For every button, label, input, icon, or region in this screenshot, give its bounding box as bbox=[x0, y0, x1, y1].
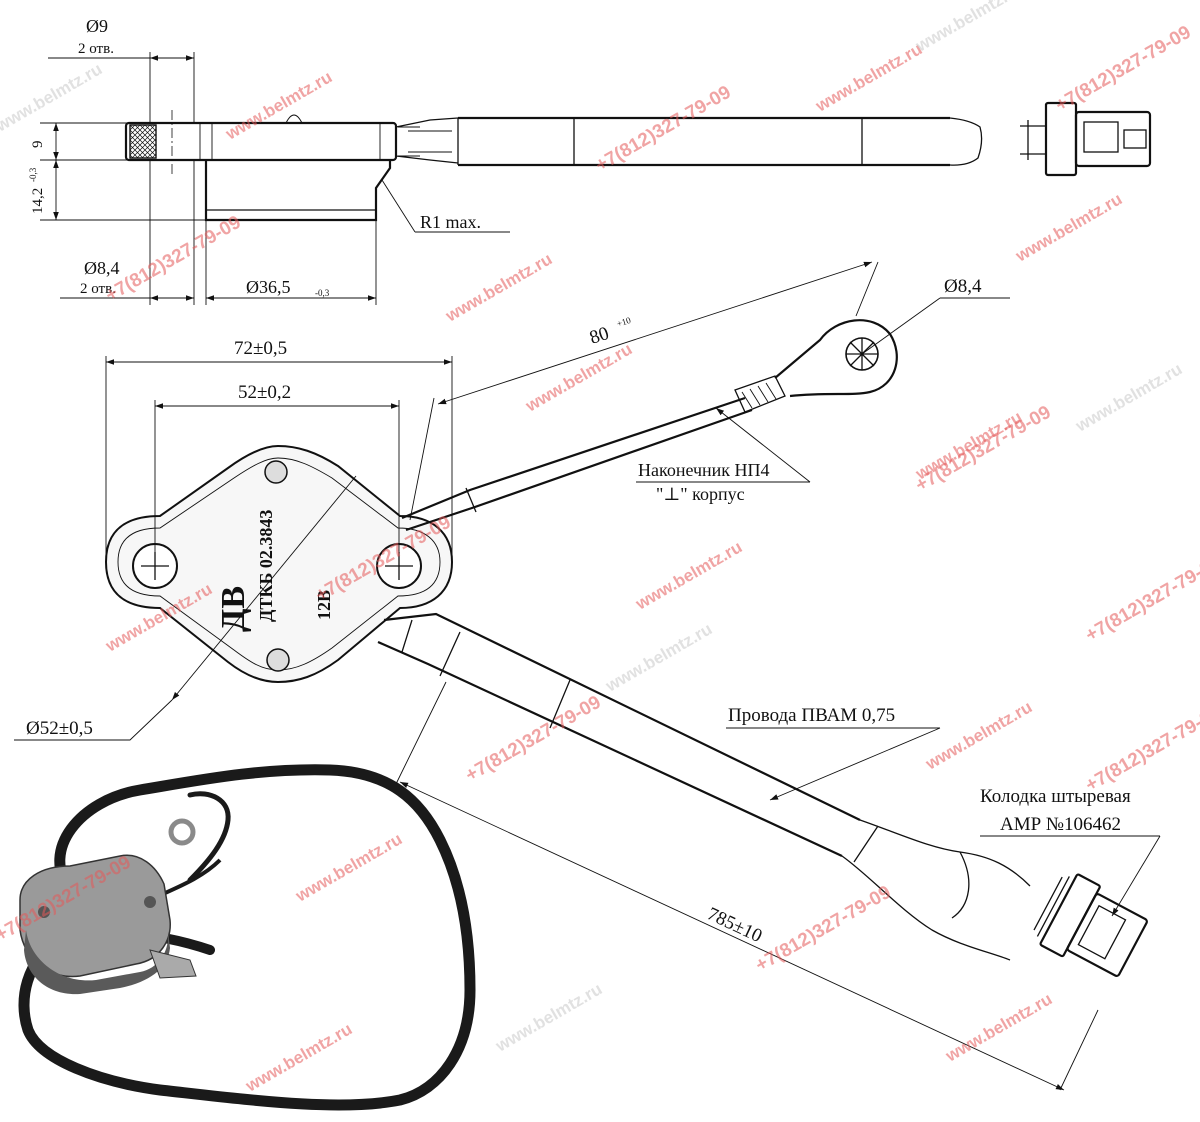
side-rivet bbox=[285, 114, 303, 124]
label-terminal: Наконечник НП4 bbox=[638, 460, 770, 480]
watermark-phone-8: +7(812)327-79-09 bbox=[752, 882, 895, 977]
top-view: ДВ ДТКБ 02.3843 12В Ø52±0,5 bbox=[14, 261, 1161, 1091]
label-ground: "⊥" корпус bbox=[656, 484, 745, 504]
label-connector-1: Колодка штыревая bbox=[980, 786, 1131, 807]
dim-hole-count-top: 2 отв. bbox=[78, 41, 114, 57]
watermark-site-12: www.belmtz.ru bbox=[242, 1019, 356, 1096]
dim-hole-spacing: 52±0,2 bbox=[238, 382, 291, 403]
photo-ring-lug bbox=[168, 818, 196, 846]
main-cable bbox=[383, 612, 861, 821]
dim-height-tol: -0,3 bbox=[28, 167, 38, 182]
label-wires: Провода ПВАМ 0,75 bbox=[728, 705, 895, 726]
body-model: ДТКБ 02.3843 bbox=[256, 510, 276, 622]
watermark-site-1: www.belmtz.ru bbox=[222, 67, 336, 144]
dim-thickness: 9 bbox=[30, 141, 46, 149]
watermark-site-3: www.belmtz.ru bbox=[1012, 189, 1126, 266]
dim-lead-length-tol: +10 bbox=[616, 315, 633, 329]
label-connector-2: АМР №106462 bbox=[1000, 814, 1121, 835]
watermark-phone-2: +7(812)327-79-09 bbox=[1052, 22, 1195, 117]
dim-base-diameter: Ø36,5 bbox=[246, 277, 291, 297]
watermark-ghost-2: www.belmtz.ru bbox=[912, 0, 1026, 56]
product-photo bbox=[18, 764, 476, 1111]
dim-cable-length: 785±10 bbox=[704, 903, 765, 947]
dim-base-diameter-tol: -0,3 bbox=[315, 288, 330, 298]
side-cable bbox=[458, 116, 950, 167]
dim-hole-count-bottom: 2 отв. bbox=[80, 281, 116, 297]
watermark-ghost-1: www.belmtz.ru bbox=[0, 59, 105, 136]
watermark-site-4: www.belmtz.ru bbox=[442, 249, 556, 326]
dim-hole-top: Ø9 bbox=[86, 16, 108, 36]
watermark-ghost-3: www.belmtz.ru bbox=[1072, 359, 1186, 436]
watermark-site-7: www.belmtz.ru bbox=[632, 537, 746, 614]
sensor-body bbox=[104, 444, 454, 684]
watermark-site-5: www.belmtz.ru bbox=[522, 339, 636, 416]
watermark-site-11: www.belmtz.ru bbox=[942, 989, 1056, 1066]
watermark-site-10: www.belmtz.ru bbox=[292, 829, 406, 906]
dim-body-diameter: Ø52±0,5 bbox=[26, 718, 93, 739]
watermark-phone-7: +7(812)327-79-09 bbox=[462, 692, 605, 787]
watermark-phone-4: +7(812)327-79-09 bbox=[912, 402, 1055, 497]
rivet-top bbox=[264, 460, 288, 484]
dim-radius: R1 max. bbox=[420, 212, 481, 232]
dim-overall-width: 72±0,5 bbox=[234, 338, 287, 359]
dim-lead-length: 80 bbox=[587, 323, 612, 349]
body-logo: ДВ bbox=[215, 586, 252, 632]
rivet-bottom bbox=[266, 648, 290, 672]
watermark-site-9: www.belmtz.ru bbox=[922, 697, 1036, 774]
side-body bbox=[204, 160, 392, 222]
dim-hole-bottom: Ø8,4 bbox=[84, 258, 120, 278]
watermark-site-2: www.belmtz.ru bbox=[812, 39, 926, 116]
watermark-phone-6: +7(812)327-79-09 bbox=[1082, 552, 1200, 647]
dim-lug-hole: Ø8,4 bbox=[944, 276, 982, 297]
ground-wire bbox=[401, 396, 746, 520]
watermark-phone-3: +7(812)327-79-09 bbox=[102, 212, 245, 307]
dim-height: 14,2 bbox=[30, 188, 46, 214]
watermark-ghost-5: www.belmtz.ru bbox=[492, 979, 606, 1056]
watermark-ghost-4: www.belmtz.ru bbox=[602, 619, 716, 696]
side-knurl bbox=[129, 124, 157, 159]
body-voltage: 12В bbox=[314, 590, 334, 620]
watermark-phone-1: +7(812)327-79-09 bbox=[592, 82, 735, 177]
side-view: Ø9 2 отв. 9 14,2 -0,3 R1 max. Ø8,4 2 отв… bbox=[28, 16, 1152, 305]
main-connector bbox=[1033, 873, 1148, 977]
side-flange bbox=[124, 121, 398, 162]
photo-cable bbox=[18, 764, 476, 1111]
ring-lug bbox=[774, 319, 898, 398]
watermark-phone-10: +7(812)327-79-09 bbox=[1082, 702, 1200, 797]
